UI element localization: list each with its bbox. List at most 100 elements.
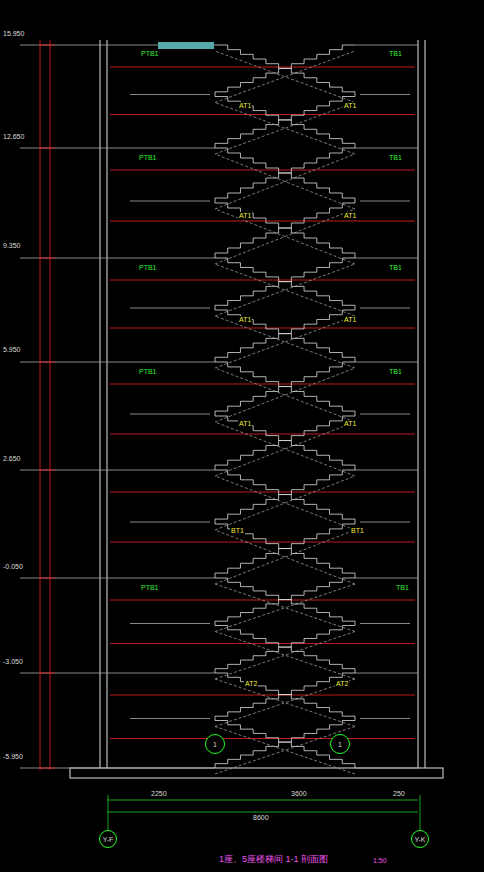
stroke: [20, 768, 107, 769]
stair-steps: [215, 673, 355, 721]
stroke: [107, 578, 215, 579]
stroke: [40, 578, 55, 579]
stair-steps: [215, 148, 355, 203]
stair-steps: [215, 362, 355, 416]
stroke: [360, 623, 410, 624]
stroke: [215, 368, 355, 422]
elevation: -0.050: [2, 563, 24, 571]
caption: 1座、5座楼梯间 1-1 剖面图: [218, 855, 329, 863]
stroke: [20, 258, 107, 259]
member-tag: BT1: [230, 527, 245, 535]
member-tag: AT1: [343, 420, 357, 428]
stroke: [110, 170, 415, 171]
stair-steps: [215, 721, 355, 769]
stroke: [215, 632, 355, 680]
stroke: [107, 673, 215, 674]
stroke: [355, 470, 418, 471]
stroke: [355, 362, 418, 363]
stair-steps: [215, 258, 355, 310]
stroke: [355, 673, 418, 674]
stroke: [130, 522, 210, 523]
stair-steps: [215, 470, 355, 524]
dimension: 3600: [290, 790, 308, 798]
section-mark: 1: [205, 734, 225, 754]
dimension: 2250: [150, 790, 168, 798]
stair-steps: [215, 470, 355, 524]
stroke: [215, 422, 355, 476]
stroke: [40, 45, 55, 46]
stroke: [360, 414, 410, 415]
stair-steps: [215, 45, 355, 97]
stroke: [107, 148, 215, 149]
stroke: [215, 209, 355, 264]
stroke: [110, 738, 415, 739]
stroke: [215, 476, 355, 530]
beam: [158, 42, 214, 49]
stroke: [215, 727, 355, 775]
stroke: [130, 414, 210, 415]
stroke: [40, 258, 55, 259]
stroke: [110, 280, 415, 281]
node-text: Y-K: [414, 836, 425, 843]
stroke: [110, 492, 415, 493]
member-tag: TB1: [388, 368, 403, 376]
stroke: [215, 632, 355, 680]
stroke: [110, 643, 415, 644]
stair-steps: [215, 97, 355, 149]
member-tag: TB1: [388, 154, 403, 162]
member-tag: AT2: [335, 680, 349, 688]
stroke: [215, 584, 355, 632]
stroke: [40, 362, 55, 363]
member-tag: PTB1: [138, 154, 158, 162]
stair-steps: [215, 578, 355, 626]
stroke: [110, 434, 415, 435]
stroke: [215, 264, 355, 316]
stair-steps: [215, 203, 355, 258]
stroke: [107, 258, 215, 259]
stroke: [215, 530, 355, 584]
member-tag: AT1: [238, 102, 252, 110]
stair-steps: [215, 258, 355, 310]
stroke: [130, 308, 210, 309]
stroke: [107, 470, 215, 471]
stroke: [360, 201, 410, 202]
elevation: 2.650: [2, 455, 22, 463]
node-text: 1: [213, 741, 217, 748]
stair-steps: [215, 362, 355, 416]
member-tag: BT1: [350, 527, 365, 535]
member-tag: AT1: [343, 316, 357, 324]
stair-steps: [215, 524, 355, 578]
stair-steps: [215, 97, 355, 149]
stroke: [130, 623, 210, 624]
elevation: 9.350: [2, 242, 22, 250]
stroke: [110, 328, 415, 329]
stroke: [20, 673, 107, 674]
stroke: [20, 470, 107, 471]
stroke: [215, 316, 355, 368]
member-tag: AT1: [238, 212, 252, 220]
stair-flights: [215, 45, 355, 774]
member-tag: PTB1: [138, 264, 158, 272]
stroke: [355, 258, 418, 259]
node-text: 1: [338, 741, 342, 748]
stroke: [215, 51, 355, 103]
stroke: [20, 45, 107, 46]
stair-steps: [215, 45, 355, 97]
stroke: [215, 422, 355, 476]
member-tag: PTB1: [138, 368, 158, 376]
stroke: [360, 718, 410, 719]
member-tag: TB1: [395, 584, 410, 592]
stroke: [130, 718, 210, 719]
stroke: [215, 530, 355, 584]
member-tag: AT1: [238, 420, 252, 428]
stroke: [215, 727, 355, 775]
elevation: 12.650: [2, 133, 25, 141]
stroke: [215, 154, 355, 209]
stroke: [215, 679, 355, 727]
stroke: [20, 148, 107, 149]
stroke: [215, 264, 355, 316]
axis-bubble: Y-K: [411, 830, 429, 848]
stroke: [360, 94, 410, 95]
stroke: [215, 584, 355, 632]
